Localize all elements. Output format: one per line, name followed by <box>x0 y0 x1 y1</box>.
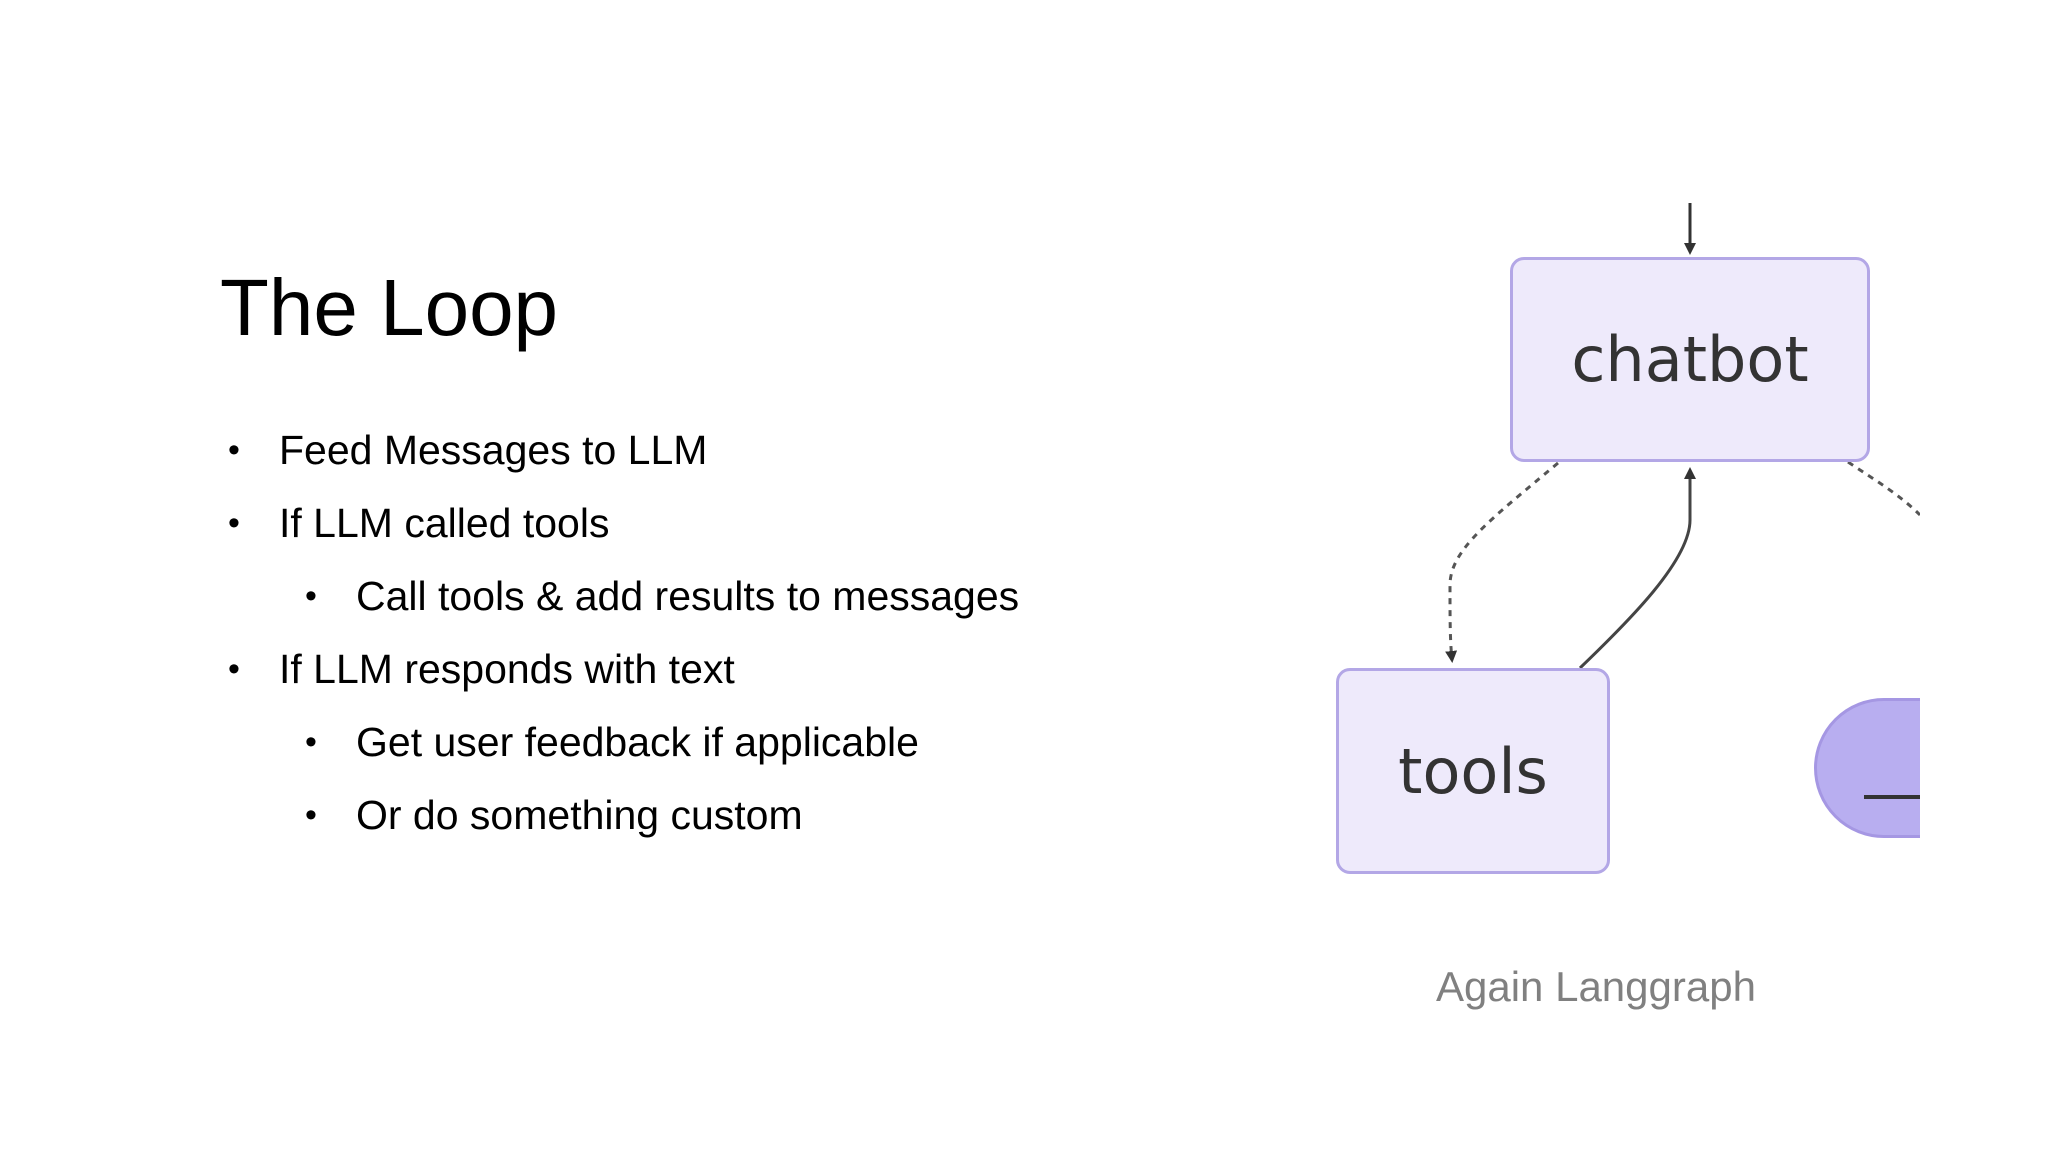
edge-tools-chatbot <box>1578 467 1696 670</box>
diagram-caption: Again Langgraph <box>1436 963 1756 1010</box>
node-chatbot-label: chatbot <box>1571 323 1809 396</box>
edge-chatbot-tools <box>1445 461 1559 663</box>
bullet-marker: • <box>228 504 240 542</box>
bullet-marker: • <box>228 431 240 469</box>
node-tools-label: tools <box>1398 734 1548 808</box>
bullet-list: • Feed Messages to LLM • If LLM called t… <box>220 420 1220 858</box>
node-end-label-fragment <box>1864 795 1920 799</box>
bullet-marker: • <box>305 796 317 834</box>
edge-chatbot-end <box>1847 460 1920 517</box>
bullet-marker: • <box>228 650 240 688</box>
bullet-text: If LLM called tools <box>279 500 610 546</box>
bullet-item: • If LLM called tools <box>220 493 1220 566</box>
sub-bullet-item: • Get user feedback if applicable <box>220 712 1220 785</box>
slide-title: The Loop <box>220 263 559 352</box>
bullet-marker: • <box>305 723 317 761</box>
bullet-item: • If LLM responds with text <box>220 639 1220 712</box>
node-tools: tools <box>1336 668 1610 874</box>
bullet-text: Get user feedback if applicable <box>356 719 919 765</box>
bullet-item: • Feed Messages to LLM <box>220 420 1220 493</box>
langgraph-diagram: chatbot tools <box>1300 190 1920 910</box>
bullet-text: If LLM responds with text <box>279 646 735 692</box>
node-end <box>1814 698 1920 838</box>
sub-bullet-item: • Or do something custom <box>220 785 1220 858</box>
bullet-text: Call tools & add results to messages <box>356 573 1020 619</box>
bullet-marker: • <box>305 577 317 615</box>
sub-bullet-item: • Call tools & add results to messages <box>220 566 1220 639</box>
node-chatbot: chatbot <box>1510 257 1870 462</box>
diagram-edges <box>1445 203 1920 670</box>
bullet-text: Feed Messages to LLM <box>279 427 708 473</box>
bullet-text: Or do something custom <box>356 792 803 838</box>
